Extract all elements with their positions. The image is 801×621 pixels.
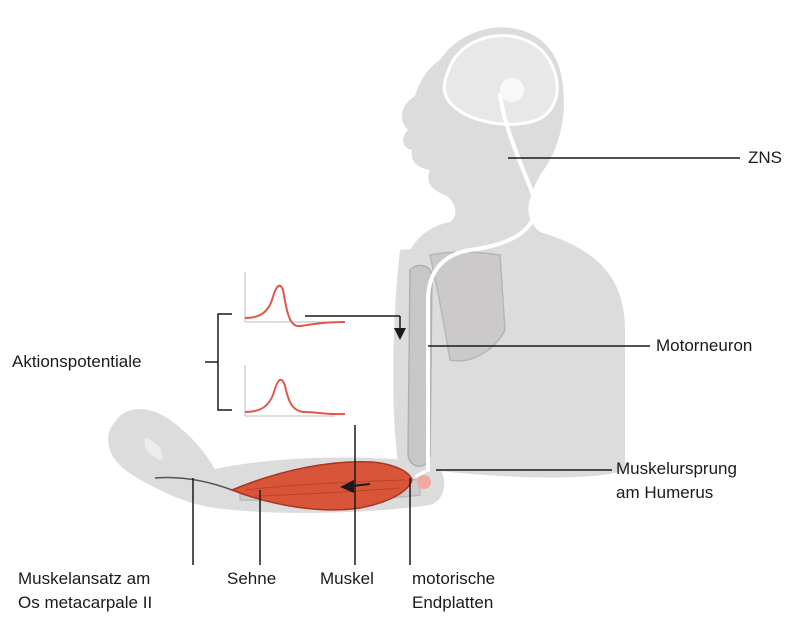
label-endplatten-2: Endplatten xyxy=(412,591,493,615)
label-muskelursprung-1: Muskelursprung xyxy=(616,457,737,481)
label-sehne: Sehne xyxy=(227,567,276,591)
label-motorneuron: Motorneuron xyxy=(656,334,752,358)
action-potential-traces xyxy=(245,272,345,416)
brain-outline xyxy=(444,36,557,125)
label-muskelansatz-1: Muskelansatz am xyxy=(18,567,150,591)
label-muskelansatz-2: Os metacarpale II xyxy=(18,591,152,615)
label-aktionspotentiale: Aktionspotentiale xyxy=(12,350,141,374)
label-endplatten-1: motorische xyxy=(412,567,495,591)
action-potential-curve-1 xyxy=(245,286,345,326)
endplate-marker xyxy=(417,475,431,489)
label-muskelursprung-2: am Humerus xyxy=(616,481,713,505)
label-muskel: Muskel xyxy=(320,567,374,591)
aktionspotentiale-bracket xyxy=(218,314,232,410)
action-potential-curve-2 xyxy=(245,380,345,414)
signal-arrow xyxy=(305,316,406,340)
label-zns: ZNS xyxy=(748,146,782,170)
